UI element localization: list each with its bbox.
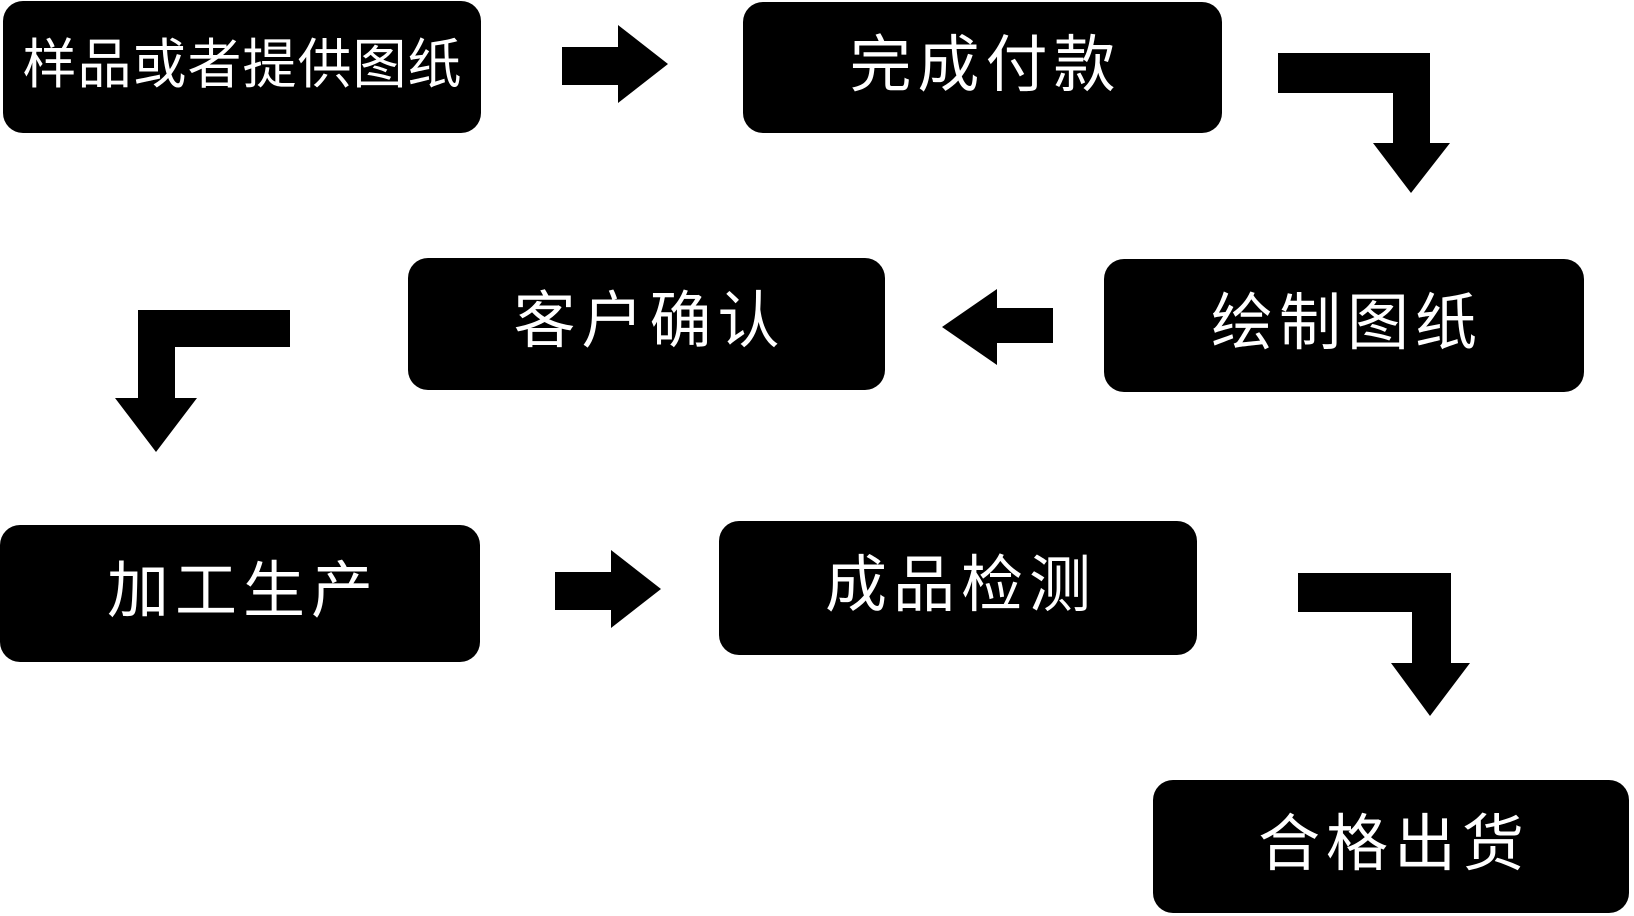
flow-node-finished-product-inspection: 成品检测 [719,521,1197,655]
arrow-elbow-down-right-icon [1298,573,1470,716]
flow-node-label: 成品检测 [824,551,1097,620]
arrow-elbow-down-right-icon [1278,53,1450,193]
flow-node-customer-confirmation: 客户确认 [408,258,885,390]
arrow-right-icon [555,550,661,628]
flow-node-label: 客户确认 [513,287,786,356]
flow-node-processing-production: 加工生产 [0,525,480,662]
arrow-right-icon [562,25,668,103]
flow-node-draw-drawings: 绘制图纸 [1104,259,1584,392]
arrow-elbow-down-left-icon [115,310,290,452]
arrow-left-icon [942,289,1053,365]
flow-node-label: 绘制图纸 [1210,288,1483,358]
flow-node-label: 合格出货 [1257,809,1530,879]
flow-node-complete-payment: 完成付款 [743,2,1222,133]
flow-node-sample-or-provide-drawings: 样品或者提供图纸 [3,1,481,133]
flow-node-label: 完成付款 [849,30,1122,100]
flow-node-label: 加工生产 [106,556,379,626]
flow-node-qualified-shipment: 合格出货 [1153,780,1629,913]
flow-node-label: 样品或者提供图纸 [22,35,463,95]
